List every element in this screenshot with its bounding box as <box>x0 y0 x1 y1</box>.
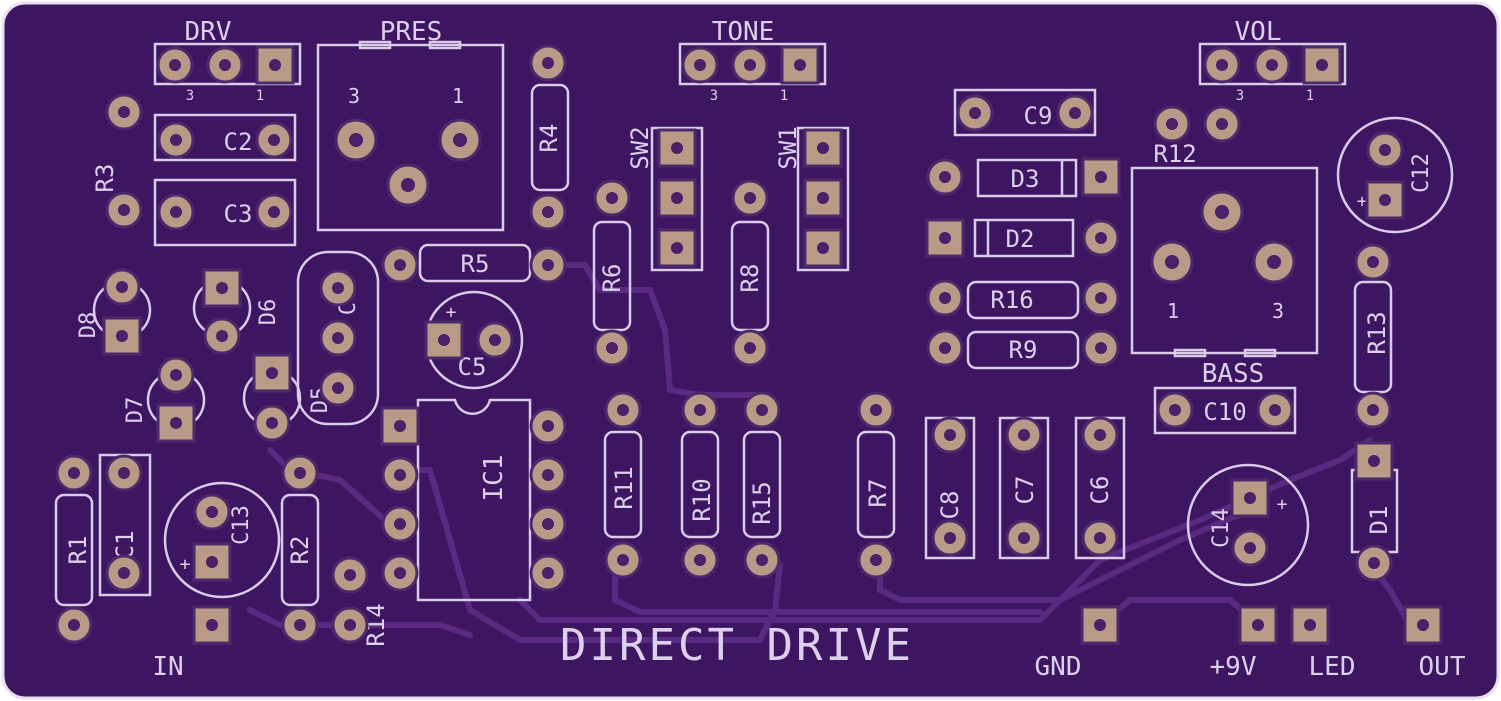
label-drv: DRV <box>185 17 232 47</box>
label-r15: R15 <box>748 481 776 524</box>
label-d8: D8 <box>76 312 101 339</box>
label-d1: D1 <box>1365 506 1393 535</box>
label-pres-pin3: 3 <box>348 84 360 108</box>
silkscreen-labels: DRV 3 1 TONE 3 1 VOL 3 1 PRES 3 1 BASS 1… <box>64 17 1466 682</box>
label-drv-pin3: 3 <box>186 88 194 104</box>
label-gnd: GND <box>1035 652 1082 682</box>
label-c7: C7 <box>1011 476 1039 505</box>
svg-text:+: + <box>446 302 457 323</box>
label-d3: D3 <box>1011 165 1040 193</box>
label-pres-pin1: 1 <box>452 84 464 108</box>
label-vol-pin1: 1 <box>1306 88 1314 104</box>
label-tone-pin3: 3 <box>710 88 718 104</box>
label-d2: D2 <box>1006 225 1035 253</box>
label-9v: +9V <box>1210 652 1257 682</box>
label-c13: C13 <box>229 505 254 545</box>
label-led: LED <box>1309 652 1356 682</box>
pads <box>55 44 1443 645</box>
label-r13: R13 <box>1363 311 1391 354</box>
label-sw2: SW2 <box>626 126 654 169</box>
label-drv-pin1: 1 <box>256 88 264 104</box>
label-in: IN <box>152 652 183 682</box>
label-r3: R3 <box>91 164 119 193</box>
label-r2: R2 <box>286 536 314 565</box>
svg-text:+: + <box>180 554 191 575</box>
label-out: OUT <box>1419 652 1466 682</box>
label-vol-pin3: 3 <box>1236 88 1244 104</box>
label-c9: C9 <box>1024 102 1053 130</box>
label-r10: R10 <box>688 478 716 521</box>
label-r1: R1 <box>64 536 92 565</box>
label-r5: R5 <box>461 250 490 278</box>
label-c14: C14 <box>1209 508 1234 548</box>
label-bass-pin3: 3 <box>1272 299 1284 323</box>
label-bass: BASS <box>1202 359 1265 389</box>
label-tone-pin1: 1 <box>780 88 788 104</box>
label-r11: R11 <box>610 466 638 509</box>
label-c6: C6 <box>1086 476 1114 505</box>
label-c2: C2 <box>224 128 253 156</box>
label-c12: C12 <box>1409 153 1434 193</box>
label-r6: R6 <box>598 264 626 293</box>
label-c8: C8 <box>936 491 964 520</box>
silkscreen-outlines: + + + + <box>54 40 1454 607</box>
label-bass-pin1: 1 <box>1167 299 1179 323</box>
label-tone: TONE <box>712 17 775 47</box>
svg-text:+: + <box>1277 494 1288 515</box>
label-r16: R16 <box>990 286 1033 314</box>
label-d6: D6 <box>256 299 281 326</box>
label-r9: R9 <box>1009 336 1038 364</box>
label-ic1: IC1 <box>479 455 509 502</box>
svg-text:+: + <box>1357 191 1368 212</box>
label-r8: R8 <box>736 264 764 293</box>
label-c10: C10 <box>1203 398 1246 426</box>
label-r7: R7 <box>864 479 892 508</box>
board-title: DIRECT DRIVE <box>560 620 914 671</box>
label-r12: R12 <box>1153 140 1196 168</box>
label-vol: VOL <box>1235 17 1282 47</box>
label-d7: D7 <box>123 397 148 424</box>
label-r4: R4 <box>535 124 563 153</box>
label-c3: C3 <box>224 200 253 228</box>
